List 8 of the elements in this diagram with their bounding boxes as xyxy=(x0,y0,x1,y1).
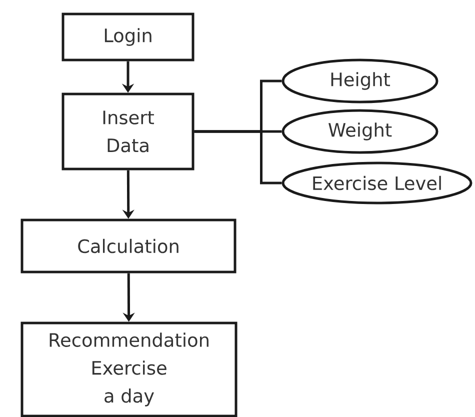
process-box: Login xyxy=(62,12,194,62)
process-box: Insert Data xyxy=(62,92,194,170)
process-box: Recommendation Exercise a day xyxy=(20,322,238,417)
oval: Weight xyxy=(282,109,438,154)
oval: Height xyxy=(282,58,438,104)
process-box: Calculation xyxy=(20,218,236,274)
oval: Exercise Level xyxy=(282,162,472,204)
connector-line xyxy=(194,130,282,184)
